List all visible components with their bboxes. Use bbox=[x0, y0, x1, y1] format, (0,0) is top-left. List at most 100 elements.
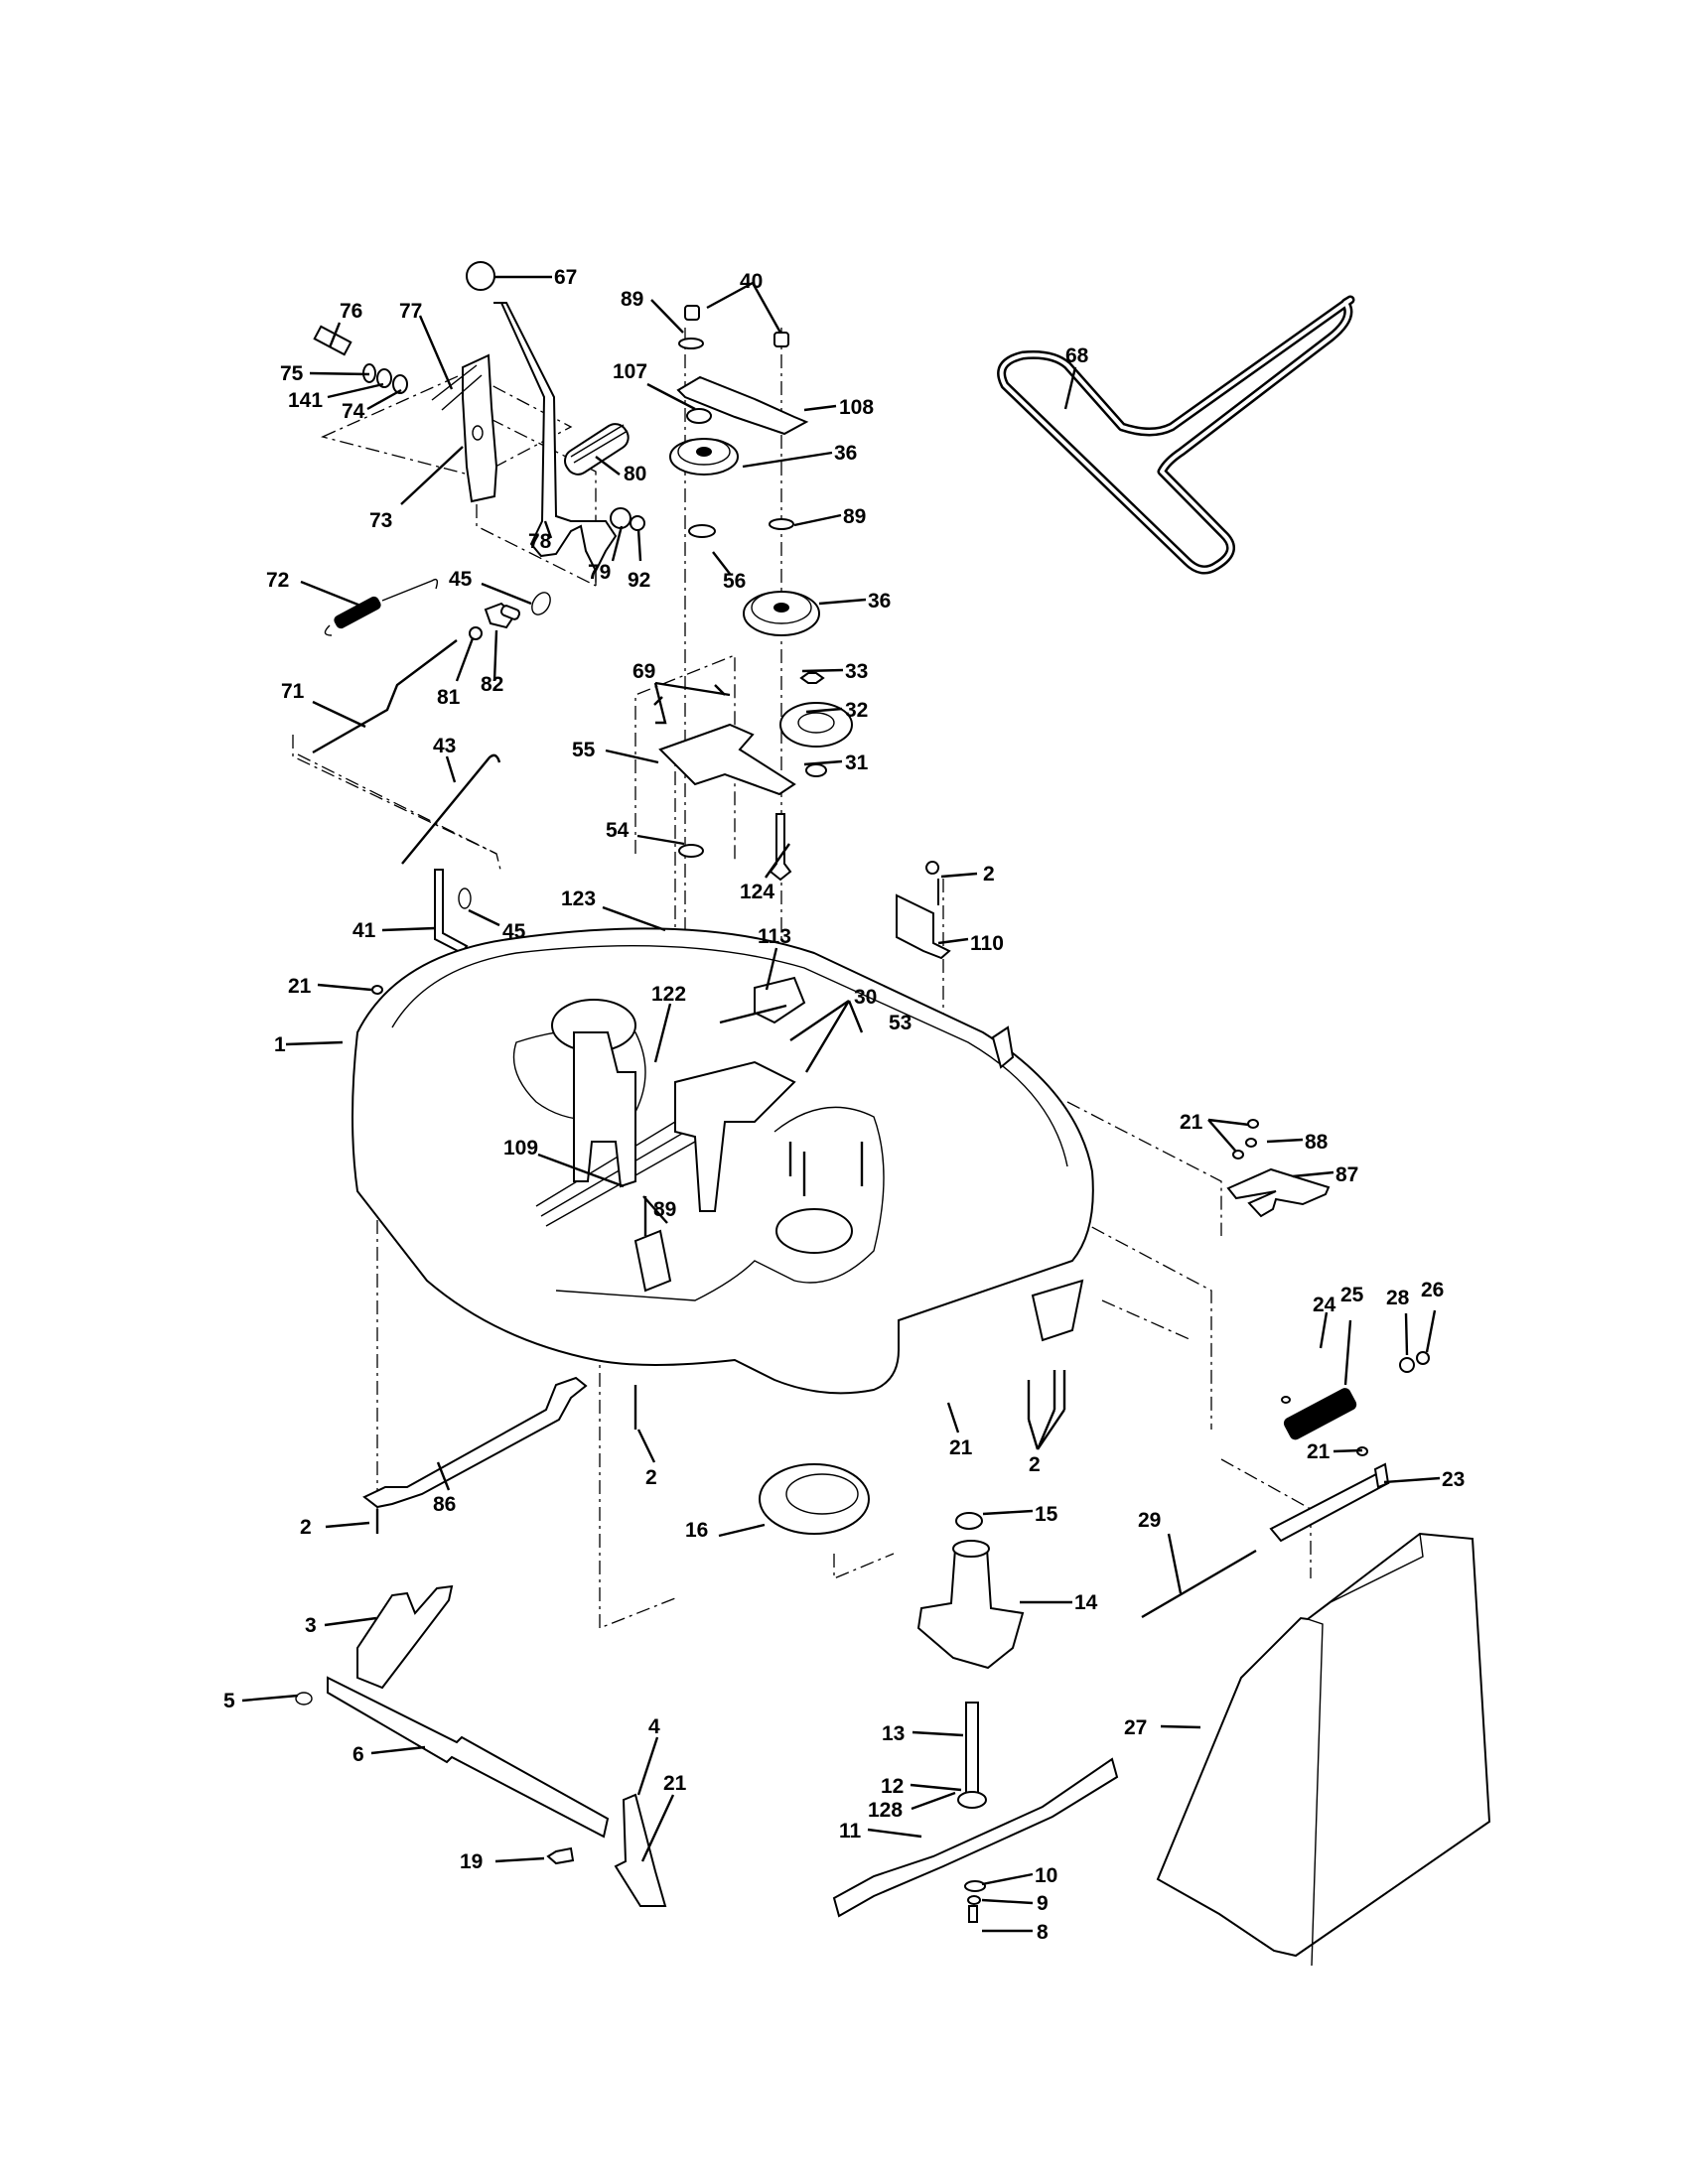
callout-43: 43 bbox=[433, 735, 456, 757]
callout-82: 82 bbox=[481, 673, 503, 696]
brace-86 bbox=[362, 1376, 588, 1509]
callout-9: 9 bbox=[1037, 1892, 1049, 1915]
idler-bracket-assembly bbox=[669, 305, 809, 538]
callout-2-top: 2 bbox=[983, 863, 995, 886]
hairpin-clip-5 bbox=[295, 1692, 313, 1706]
clip-45 bbox=[458, 887, 472, 909]
callout-79: 79 bbox=[588, 561, 611, 584]
idler-pulley-36-lower bbox=[743, 591, 820, 636]
callout-1: 1 bbox=[274, 1033, 286, 1056]
callout-21-chute: 21 bbox=[1307, 1440, 1331, 1463]
callout-89-deck: 89 bbox=[653, 1198, 676, 1221]
callout-2-deck: 2 bbox=[645, 1466, 657, 1489]
callout-56: 56 bbox=[723, 570, 746, 593]
shoulder-bolt-76 bbox=[313, 325, 408, 394]
callout-29: 29 bbox=[1138, 1509, 1161, 1532]
callout-21-right: 21 bbox=[1180, 1111, 1203, 1134]
callout-2-rear: 2 bbox=[1029, 1453, 1041, 1476]
callout-40: 40 bbox=[740, 270, 763, 293]
callout-109: 109 bbox=[503, 1137, 538, 1160]
callout-8: 8 bbox=[1037, 1921, 1049, 1944]
callout-36-upper: 36 bbox=[834, 442, 857, 465]
callout-108: 108 bbox=[839, 396, 874, 419]
callout-2-brace: 2 bbox=[300, 1516, 312, 1539]
callout-107: 107 bbox=[613, 360, 647, 383]
callout-11: 11 bbox=[839, 1820, 862, 1843]
callout-21-left: 21 bbox=[288, 975, 312, 998]
callout-36-lower: 36 bbox=[868, 590, 891, 613]
grip-80 bbox=[564, 423, 630, 476]
callout-86: 86 bbox=[433, 1493, 456, 1516]
callout-12: 12 bbox=[881, 1775, 904, 1798]
nut-21-left bbox=[371, 985, 383, 995]
front-bracket-3 bbox=[356, 1584, 454, 1690]
callout-78: 78 bbox=[528, 530, 552, 553]
callout-5: 5 bbox=[223, 1690, 235, 1712]
bracket-87 bbox=[1226, 1119, 1331, 1218]
callout-23: 23 bbox=[1442, 1468, 1465, 1491]
callout-53: 53 bbox=[889, 1012, 912, 1034]
nut-92 bbox=[630, 515, 645, 531]
callout-24: 24 bbox=[1313, 1294, 1336, 1316]
callout-54: 54 bbox=[606, 819, 630, 842]
callout-69: 69 bbox=[632, 660, 655, 683]
callout-73: 73 bbox=[369, 509, 392, 532]
chute-spring-assembly bbox=[1269, 1351, 1430, 1543]
callout-74: 74 bbox=[342, 400, 365, 423]
callout-68: 68 bbox=[1065, 344, 1089, 367]
idler-arm-55 bbox=[658, 723, 796, 796]
callout-45-lower: 45 bbox=[502, 920, 526, 943]
belt-guard-110 bbox=[896, 893, 951, 960]
engagement-lever-78 bbox=[493, 302, 618, 574]
callout-26: 26 bbox=[1421, 1279, 1444, 1301]
callout-141: 141 bbox=[288, 389, 323, 412]
callout-labels: 67 76 77 75 141 74 73 78 79 92 80 89 40 … bbox=[223, 266, 1465, 1944]
shoulder-bolt-19 bbox=[546, 1846, 575, 1865]
callout-25: 25 bbox=[1340, 1284, 1364, 1306]
hinge-rod-29 bbox=[1141, 1549, 1257, 1619]
extension-spring-72 bbox=[324, 578, 439, 636]
rear-bracket-4 bbox=[614, 1793, 667, 1907]
callout-32: 32 bbox=[845, 699, 868, 722]
spindle-housing-14 bbox=[916, 1540, 1025, 1670]
callout-15: 15 bbox=[1035, 1503, 1058, 1526]
spindle-pulley-32 bbox=[779, 672, 853, 777]
callout-89-top: 89 bbox=[621, 288, 643, 311]
callout-81: 81 bbox=[437, 686, 461, 709]
washer-79 bbox=[610, 507, 632, 529]
stabilizer-link-6 bbox=[327, 1676, 610, 1839]
lift-rod-43 bbox=[401, 753, 501, 865]
blade-spindle-assembly bbox=[832, 1702, 1119, 1923]
callout-6: 6 bbox=[352, 1743, 364, 1766]
callout-30: 30 bbox=[854, 986, 877, 1009]
callout-71: 71 bbox=[281, 680, 305, 703]
callout-55: 55 bbox=[572, 739, 596, 761]
knob-67 bbox=[466, 261, 495, 291]
callout-67: 67 bbox=[554, 266, 577, 289]
bolts-2-rear bbox=[1027, 1370, 1066, 1420]
callout-27: 27 bbox=[1124, 1716, 1147, 1739]
callout-76: 76 bbox=[340, 300, 362, 323]
callout-3: 3 bbox=[305, 1614, 317, 1637]
callout-10: 10 bbox=[1035, 1864, 1057, 1887]
callout-13: 13 bbox=[882, 1722, 905, 1745]
bearing-15 bbox=[955, 1512, 983, 1530]
callout-113: 113 bbox=[758, 925, 791, 948]
callout-110: 110 bbox=[970, 932, 1004, 955]
callout-122: 122 bbox=[651, 983, 686, 1006]
bolt-2-top bbox=[925, 861, 940, 905]
callout-21-bracket: 21 bbox=[663, 1772, 687, 1795]
rod-71 bbox=[312, 639, 458, 754]
callout-45-upper: 45 bbox=[449, 568, 473, 591]
callout-124: 124 bbox=[740, 881, 774, 903]
callout-75: 75 bbox=[280, 362, 304, 385]
callout-33: 33 bbox=[845, 660, 868, 683]
callout-28: 28 bbox=[1386, 1287, 1410, 1309]
v-belt-68 bbox=[997, 295, 1355, 575]
ferrule-82 bbox=[469, 592, 551, 640]
callout-41: 41 bbox=[352, 919, 376, 942]
callout-31: 31 bbox=[845, 751, 869, 774]
callout-19: 19 bbox=[460, 1850, 483, 1873]
callout-87: 87 bbox=[1335, 1163, 1358, 1186]
